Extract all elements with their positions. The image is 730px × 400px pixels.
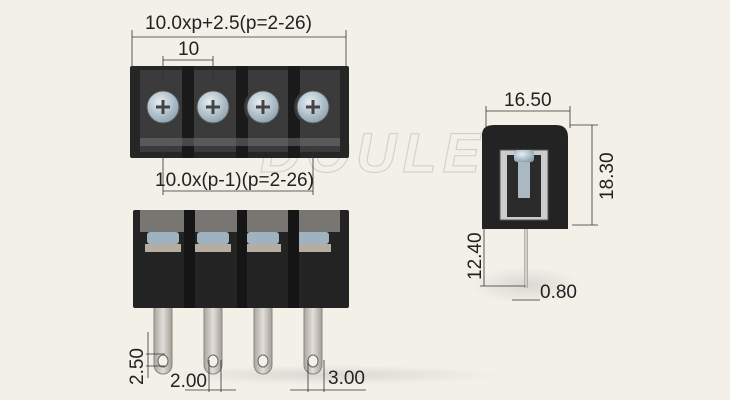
dim-pin-width: 3.00 bbox=[328, 368, 365, 389]
pins bbox=[153, 299, 323, 375]
front-view bbox=[133, 210, 500, 385]
screw-heads bbox=[144, 88, 332, 126]
side-view bbox=[470, 125, 580, 303]
dim-hole-diameter: 2.00 bbox=[170, 371, 207, 392]
dim-pin-thickness: 0.80 bbox=[540, 282, 577, 303]
dim-height: 18.30 bbox=[597, 152, 618, 200]
dim-overall-length: 10.0xp+2.5(p=2-26) bbox=[145, 13, 312, 34]
dim-hole-offset: 2.50 bbox=[127, 348, 148, 385]
dim-pin-span: 10.0x(p-1)(p=2-26) bbox=[155, 170, 314, 191]
pin-hole bbox=[257, 354, 269, 368]
dim-pin-length: 12.40 bbox=[465, 232, 486, 280]
dimension-lines bbox=[131, 30, 598, 392]
dim-pitch: 10 bbox=[178, 39, 199, 60]
top-view bbox=[130, 66, 349, 158]
pin-hole bbox=[307, 354, 319, 368]
dim-depth: 16.50 bbox=[504, 90, 552, 111]
pin-hole bbox=[207, 354, 219, 368]
pin-hole bbox=[157, 354, 169, 368]
